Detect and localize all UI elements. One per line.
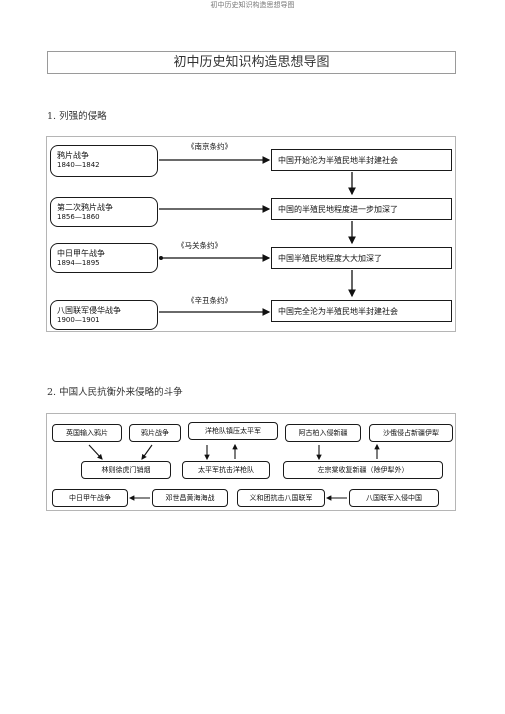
war-name: 八国联军侵华战争 [57, 306, 121, 315]
war-name: 第二次鸦片战争 [57, 203, 113, 212]
event-box-ever-victorious-army: 洋枪队镇压太平军 [188, 422, 278, 440]
event-box-taiping-resist: 太平军抗击洋枪队 [182, 461, 270, 479]
war-years: 1900—1901 [57, 316, 100, 324]
war-years: 1894—1895 [57, 259, 100, 267]
event-box-boxers: 义和团抗击八国联军 [237, 489, 325, 507]
war-box-eight-nation: 八国联军侵华战争 1900—1901 [50, 300, 158, 330]
war-name: 鸦片战争 [57, 151, 89, 160]
treaty-nanjing: 《南京条约》 [187, 142, 232, 151]
result-box-2: 中国的半殖民地程度进一步加深了 [271, 198, 452, 220]
war-years: 1840—1842 [57, 161, 100, 169]
war-name: 中日甲午战争 [57, 249, 105, 258]
page-header: 初中历史知识构造思想导图 [210, 1, 295, 9]
result-box-4: 中国完全沦为半殖民地半封建社会 [271, 300, 452, 322]
result-text: 中国开始沦为半殖民地半封建社会 [278, 155, 398, 165]
war-years: 1856—1860 [57, 213, 100, 221]
event-box-russian-ili: 沙俄侵占新疆伊犁 [369, 424, 453, 442]
event-box-british-opium: 英国输入鸦片 [52, 424, 122, 442]
section-heading-invasions: 1. 列强的侵略 [47, 111, 107, 122]
event-box-first-sino-japanese: 中日甲午战争 [52, 489, 128, 507]
invasion-diagram: 鸦片战争 1840—1842 第二次鸦片战争 1856—1860 中日甲午战争 … [46, 136, 456, 332]
event-box-yaqub-beg: 阿古柏入侵新疆 [285, 424, 361, 442]
event-box-eight-nation-invasion: 八国联军入侵中国 [349, 489, 439, 507]
result-text: 中国半殖民地程度大大加深了 [278, 253, 382, 263]
result-box-3: 中国半殖民地程度大大加深了 [271, 247, 452, 269]
war-box-opium: 鸦片战争 1840—1842 [50, 145, 158, 177]
event-box-zuo-zongtang: 左宗棠收复新疆（除伊犁外） [283, 461, 443, 479]
result-box-1: 中国开始沦为半殖民地半封建社会 [271, 149, 452, 171]
war-box-sino-japanese: 中日甲午战争 1894—1895 [50, 243, 158, 273]
page-title: 初中历史知识构造思想导图 [47, 51, 456, 74]
treaty-shimonoseki: 《马关条约》 [177, 241, 222, 250]
war-box-second-opium: 第二次鸦片战争 1856—1860 [50, 197, 158, 227]
treaty-xinchou: 《辛丑条约》 [187, 296, 232, 305]
event-box-opium-war: 鸦片战争 [129, 424, 181, 442]
invasion-diagram-connectors [159, 156, 356, 316]
event-box-deng-shichang: 邓世昌黄海海战 [152, 489, 228, 507]
result-text: 中国的半殖民地程度进一步加深了 [278, 204, 398, 214]
section-heading-resistance: 2. 中国人民抗衡外来侵略的斗争 [47, 387, 183, 398]
result-text: 中国完全沦为半殖民地半封建社会 [278, 306, 398, 316]
resistance-diagram: 英国输入鸦片 鸦片战争 洋枪队镇压太平军 阿古柏入侵新疆 沙俄侵占新疆伊犁 林则… [46, 413, 456, 511]
resistance-diagram-connectors [88, 443, 380, 501]
event-box-lin-zexu: 林则徐虎门销烟 [81, 461, 171, 479]
